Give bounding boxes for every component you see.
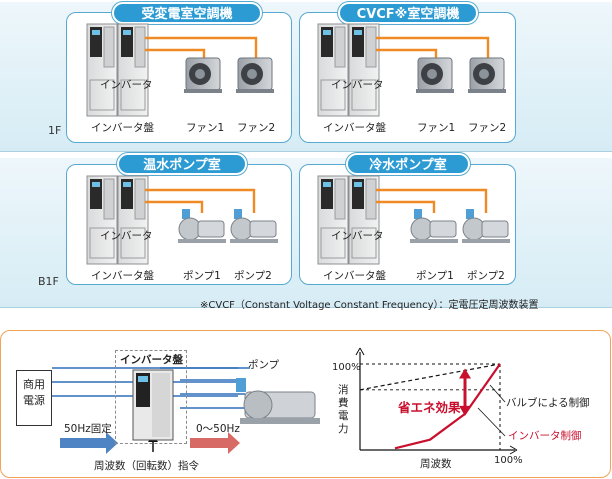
legend-inverter-control: インバータ制御 bbox=[508, 430, 582, 442]
fan-label: ファン1 bbox=[417, 122, 456, 134]
output-frequency-label: 0～50Hz bbox=[196, 423, 240, 435]
x-tick-label: 100% bbox=[494, 455, 523, 466]
inverter-cabinet bbox=[317, 175, 488, 265]
series-line-valve bbox=[359, 363, 501, 391]
pump-label: ポンプ bbox=[248, 359, 280, 371]
frequency-command-label: 周波数（回転数）指令 bbox=[94, 460, 199, 472]
legend-valve-control: バルブによる制御 bbox=[506, 397, 590, 409]
inverter-cabinet bbox=[86, 175, 256, 265]
room-title: CVCF※室空調機 bbox=[338, 2, 478, 24]
input-arrow bbox=[60, 432, 118, 454]
pump-label: ポンプ2 bbox=[467, 270, 505, 282]
fan-label: ファン2 bbox=[468, 122, 507, 134]
inverter-panel-label: インバータ盤 bbox=[91, 122, 154, 134]
energy-saving-annotation: 省エネ効果 bbox=[398, 400, 461, 415]
equipment-drawing bbox=[86, 23, 510, 265]
room-title: 温水ポンプ室 bbox=[117, 153, 247, 175]
fixed-frequency-label: 50Hz固定 bbox=[64, 423, 112, 435]
y-tick-label: 100% bbox=[332, 362, 361, 373]
pump-icon bbox=[410, 209, 458, 243]
inverter-panel-label: インバータ盤 bbox=[91, 270, 154, 282]
inverter-panel-label: インバータ盤 bbox=[323, 122, 386, 134]
pump-icon bbox=[236, 378, 320, 424]
room-title: 受変電室空調機 bbox=[112, 2, 262, 24]
series-line-inverter bbox=[394, 363, 501, 450]
y-axis-label: 消費電力 bbox=[338, 384, 349, 435]
pump-icon bbox=[230, 209, 278, 243]
footnote: ※CVCF（Constant Voltage Constant Frequenc… bbox=[200, 300, 539, 311]
inverter-label: インバータ bbox=[100, 79, 153, 91]
fan-label: ファン1 bbox=[186, 122, 225, 134]
fan-label: ファン2 bbox=[237, 122, 276, 134]
inverter-panel-label: インバータ盤 bbox=[323, 270, 386, 282]
fan-icon bbox=[416, 57, 454, 93]
inverter-cabinet bbox=[86, 23, 258, 117]
pump-label: ポンプ1 bbox=[416, 270, 454, 282]
inverter-label: インバータ bbox=[331, 230, 384, 242]
floor-label-b1f: B1F bbox=[38, 275, 59, 288]
fan-icon bbox=[468, 57, 506, 93]
source-label: 商用 bbox=[23, 378, 45, 391]
power-frequency-chart bbox=[355, 347, 518, 455]
inverter-label: インバータ bbox=[331, 79, 384, 91]
room-title: 冷水ポンプ室 bbox=[346, 153, 470, 175]
source-label: 電源 bbox=[23, 394, 45, 407]
system-drawing bbox=[52, 347, 518, 455]
output-arrow bbox=[190, 432, 240, 454]
pump-label: ポンプ1 bbox=[183, 270, 221, 282]
inverter-label: インバータ bbox=[100, 230, 153, 242]
inverter-panel-label: インバータ盤 bbox=[120, 354, 183, 366]
x-axis-label: 周波数 bbox=[420, 458, 452, 470]
fan-icon bbox=[184, 57, 222, 93]
inverter-panel-frame bbox=[115, 350, 187, 444]
savings-arrow-head bbox=[459, 368, 471, 379]
pump-icon bbox=[462, 209, 510, 243]
fan-icon bbox=[236, 57, 274, 93]
pump-icon bbox=[178, 209, 226, 243]
pump-label: ポンプ2 bbox=[234, 270, 272, 282]
commercial-power-source: 商用 電源 bbox=[16, 370, 52, 426]
savings-arrow-head bbox=[459, 405, 471, 416]
floor-label-1f: 1F bbox=[48, 124, 62, 137]
inverter-cabinet bbox=[317, 23, 490, 117]
